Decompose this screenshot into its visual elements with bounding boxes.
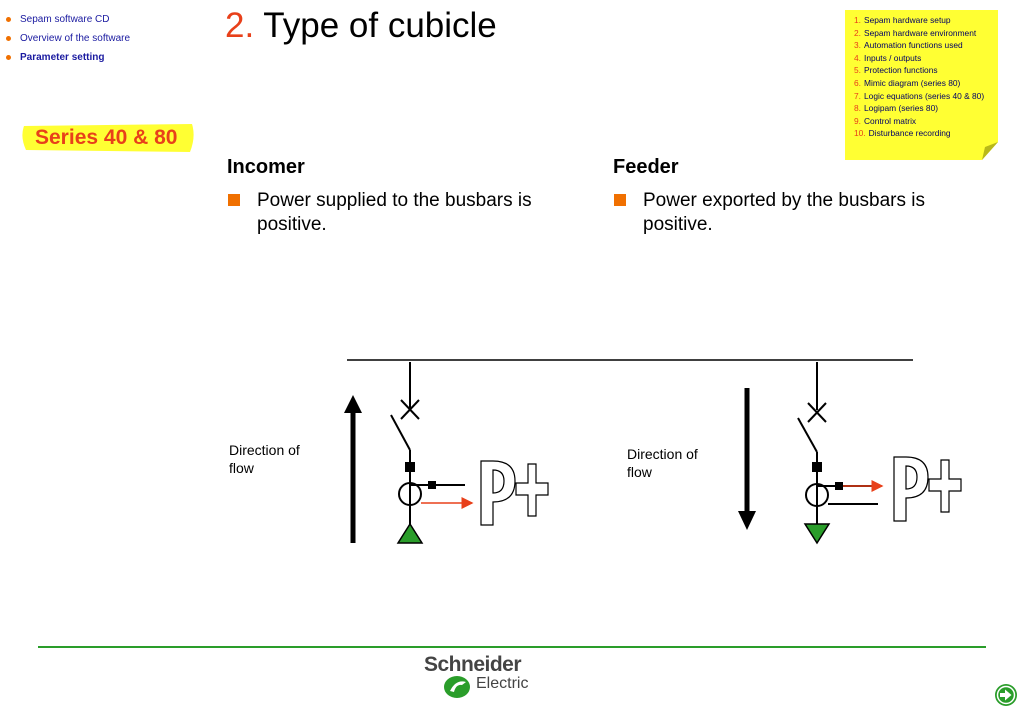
feeder-circuit xyxy=(797,362,878,525)
toc-item[interactable]: 9.Control matrix xyxy=(854,115,917,126)
toc-item[interactable]: 4.Inputs / outputs xyxy=(854,52,922,63)
feeder-node-square xyxy=(812,462,822,472)
series-label: Series 40 & 80 xyxy=(35,126,178,149)
incomer-feeder-circuit xyxy=(390,362,465,528)
toc-item[interactable]: 6.Mimic diagram (series 80) xyxy=(854,77,961,88)
footer-divider xyxy=(38,646,986,648)
incomer-flow-arrow xyxy=(344,395,362,543)
sticky-note-shape xyxy=(845,10,998,160)
nav-item-sepam-software-cd[interactable]: Sepam software CD xyxy=(6,10,130,29)
feeder-direction-label: Direction of flow xyxy=(627,446,698,480)
incomer-direction-label: Direction of flow xyxy=(229,442,300,476)
arrow-right-circle-icon xyxy=(995,684,1017,706)
logo-text-schneider: Schneider xyxy=(424,653,522,676)
schneider-electric-logo: Schneider Electric xyxy=(418,653,548,701)
left-nav: Sepam software CD Overview of the softwa… xyxy=(6,10,130,67)
feeder-p-plus-symbol xyxy=(893,456,962,522)
nav-item-parameter-setting[interactable]: Parameter setting xyxy=(6,48,130,67)
series-badge: Series 40 & 80 xyxy=(18,120,198,154)
toc-item[interactable]: 5.Protection functions xyxy=(854,65,938,76)
logo-text-electric: Electric xyxy=(476,675,529,692)
toc-item[interactable]: 2.Sepam hardware environment xyxy=(854,27,977,38)
toc-item[interactable]: 8.Logipam (series 80) xyxy=(854,103,939,114)
incomer-heading: Incomer xyxy=(227,156,305,178)
incomer-ct-square xyxy=(428,481,436,489)
page-title: 2. Type of cubicle xyxy=(225,6,497,46)
incomer-node-square xyxy=(405,462,415,472)
feeder-load-triangle xyxy=(803,523,831,545)
next-slide-button[interactable] xyxy=(994,683,1018,707)
feeder-ct-square xyxy=(835,482,843,490)
title-text: Type of cubicle xyxy=(263,6,497,45)
incomer-p-plus-symbol xyxy=(480,460,549,526)
nav-item-overview[interactable]: Overview of the software xyxy=(6,29,130,48)
toc-item[interactable]: 1.Sepam hardware setup xyxy=(854,15,951,25)
incomer-column: Incomer Power supplied to the busbars is… xyxy=(227,156,587,237)
toc-item[interactable]: 10.Disturbance recording xyxy=(854,128,951,139)
toc-sticky-note: 1.Sepam hardware setup 2.Sepam hardware … xyxy=(845,10,998,160)
incomer-source-triangle xyxy=(396,522,424,544)
feeder-heading: Feeder xyxy=(613,156,679,178)
series-highlight-shape xyxy=(22,124,194,152)
title-number: 2. xyxy=(225,6,255,45)
feeder-flow-arrow xyxy=(738,388,756,530)
feeder-column: Feeder Power exported by the busbars is … xyxy=(613,156,993,237)
feeder-bullet: Power exported by the busbars is positiv… xyxy=(613,189,993,237)
incomer-bullet: Power supplied to the busbars is positiv… xyxy=(227,189,587,237)
toc-list: 1.Sepam hardware setup 2.Sepam hardware … xyxy=(854,14,984,140)
toc-item[interactable]: 7.Logic equations (series 40 & 80) xyxy=(854,90,985,101)
schneider-electric-logo-icon xyxy=(444,676,470,698)
toc-item[interactable]: 3.Automation functions used xyxy=(854,40,963,51)
